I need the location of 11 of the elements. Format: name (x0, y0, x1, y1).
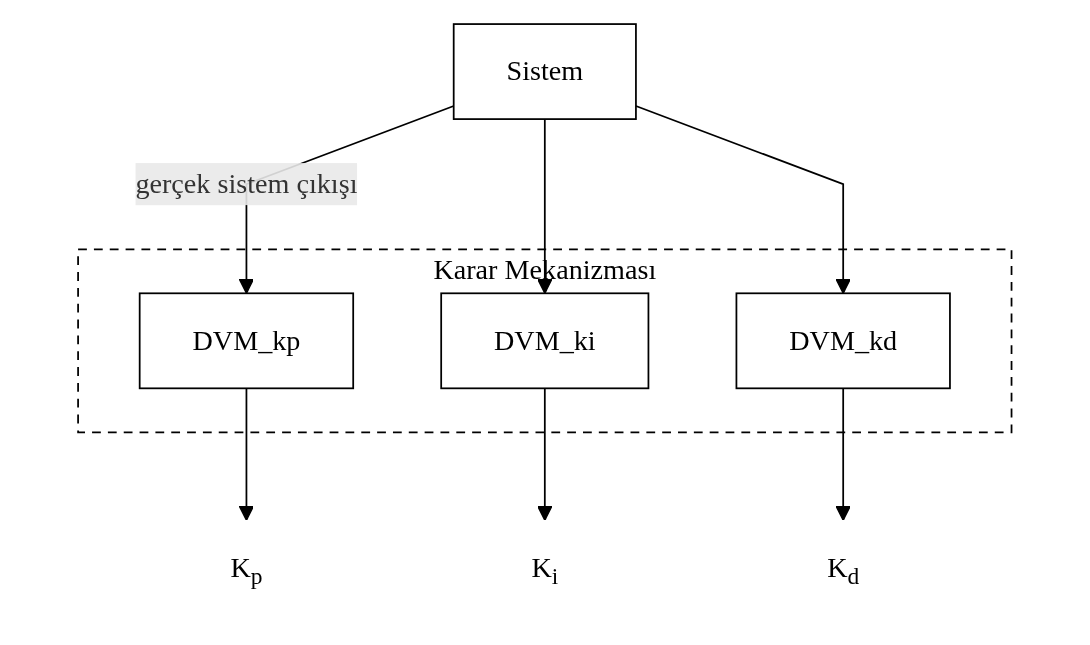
node-text: K$_{i}$ (531, 551, 559, 590)
node-box: DVM_kd (735, 292, 951, 390)
node-text: K$_{d}$ (827, 551, 860, 590)
node-box: DVM_kp (139, 292, 355, 390)
node-text: K$_{p}$ (230, 551, 263, 590)
edge-label: gerçek sistem çıkışı (135, 168, 358, 199)
node-box: Sistem (453, 23, 637, 120)
arrow (835, 387, 852, 521)
arrow (537, 387, 553, 521)
node-box: DVM_ki (440, 292, 650, 390)
arrow (238, 387, 255, 521)
